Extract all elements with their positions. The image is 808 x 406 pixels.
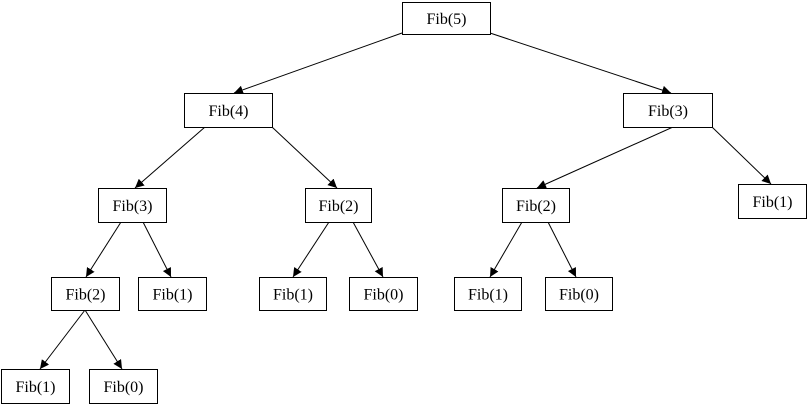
- node-box: [98, 188, 167, 223]
- node-label: Fib(1): [273, 287, 313, 304]
- edge-arrow: [134, 126, 206, 189]
- edge-arrow: [233, 32, 403, 95]
- edge-arrow: [352, 221, 384, 278]
- edge-arrow: [39, 309, 86, 370]
- node-box: [454, 277, 522, 311]
- node-label: Fib(0): [104, 379, 144, 396]
- node-box: [138, 277, 207, 311]
- tree-node: Fib(2): [305, 188, 372, 223]
- node-box: [1, 369, 70, 404]
- node-label: Fib(0): [559, 287, 599, 304]
- edge-arrow: [536, 126, 674, 189]
- node-box: [502, 188, 570, 223]
- edge-arrow: [292, 221, 330, 278]
- node-box: [89, 369, 158, 404]
- edge-arrow: [85, 221, 122, 278]
- node-label: Fib(0): [364, 287, 404, 304]
- edge-arrow: [84, 309, 123, 370]
- tree-node: Fib(2): [51, 277, 120, 311]
- node-label: Fib(3): [648, 103, 688, 120]
- node-box: [184, 93, 273, 128]
- node-box: [623, 93, 713, 128]
- node-label: Fib(2): [319, 198, 359, 215]
- tree-node: Fib(2): [502, 188, 570, 223]
- tree-node: Fib(4): [184, 93, 273, 128]
- node-label: Fib(1): [468, 287, 508, 304]
- tree-node: Fib(3): [623, 93, 713, 128]
- edge-arrow: [142, 221, 172, 278]
- node-label: Fib(1): [753, 194, 793, 211]
- tree-node: Fib(1): [259, 277, 327, 311]
- edge-arrow: [489, 221, 523, 278]
- tree-node: Fib(1): [738, 184, 807, 219]
- tree-node: Fib(1): [1, 369, 70, 404]
- tree-node: Fib(0): [89, 369, 158, 404]
- node-box: [305, 188, 372, 223]
- node-box: [738, 184, 807, 219]
- edge-arrow: [489, 32, 672, 95]
- node-label: Fib(2): [516, 198, 556, 215]
- node-box: [545, 277, 613, 311]
- node-label: Fib(5): [427, 11, 467, 28]
- node-box: [402, 2, 491, 35]
- edge-arrow: [711, 126, 772, 185]
- edge-arrow: [547, 221, 577, 278]
- tree-node: Fib(5): [402, 2, 491, 35]
- tree-node: Fib(1): [138, 277, 207, 311]
- edge-arrow: [271, 126, 338, 189]
- node-label: Fib(1): [153, 287, 193, 304]
- edges-layer: [39, 32, 772, 370]
- node-label: Fib(4): [209, 103, 249, 120]
- node-box: [349, 277, 418, 311]
- node-label: Fib(1): [16, 379, 56, 396]
- node-label: Fib(3): [113, 198, 153, 215]
- tree-node: Fib(1): [454, 277, 522, 311]
- tree-node: Fib(3): [98, 188, 167, 223]
- node-box: [259, 277, 327, 311]
- tree-node: Fib(0): [545, 277, 613, 311]
- tree-node: Fib(0): [349, 277, 418, 311]
- node-label: Fib(2): [66, 287, 106, 304]
- node-box: [51, 277, 120, 311]
